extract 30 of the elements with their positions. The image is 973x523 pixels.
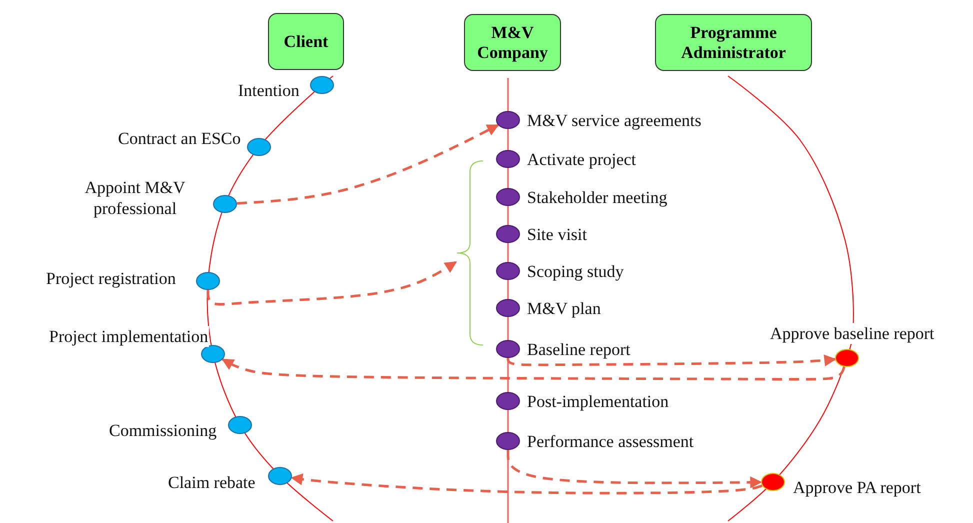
client-header: Client: [268, 13, 344, 70]
stage-dot: [496, 111, 520, 129]
stage-dot: [496, 188, 520, 206]
dashed-arrow: [506, 354, 836, 366]
stage-dot: [496, 340, 520, 358]
stage-dot: [496, 392, 520, 410]
stage-dot: [310, 76, 334, 94]
stage-dot: [196, 272, 220, 290]
stage-dot: [247, 138, 271, 156]
stage-dot: [201, 345, 225, 363]
dashed-arrow: [236, 124, 500, 205]
approval-dot: [835, 349, 859, 367]
stage-dot: [213, 195, 237, 213]
dashed-arrow: [290, 473, 762, 494]
dashed-arrow: [222, 358, 846, 380]
stage-dot: [496, 262, 520, 280]
stage-dot: [496, 150, 520, 168]
stage-dot: [496, 225, 520, 243]
administrator-header: Programme Administrator: [655, 14, 812, 71]
curly-bracket: [456, 160, 484, 346]
company-header: M&V Company: [464, 14, 561, 71]
stage-label: Project implementation: [48, 326, 210, 346]
stage-dot: [496, 432, 520, 450]
approval-dot: [761, 473, 785, 491]
stage-label: Approve baseline report: [769, 322, 936, 344]
stage-dot: [268, 467, 292, 485]
dashed-arrow: [506, 450, 762, 488]
stage-dot: [228, 416, 252, 434]
dashed-arrow: [206, 260, 457, 306]
stage-dot: [496, 299, 520, 317]
